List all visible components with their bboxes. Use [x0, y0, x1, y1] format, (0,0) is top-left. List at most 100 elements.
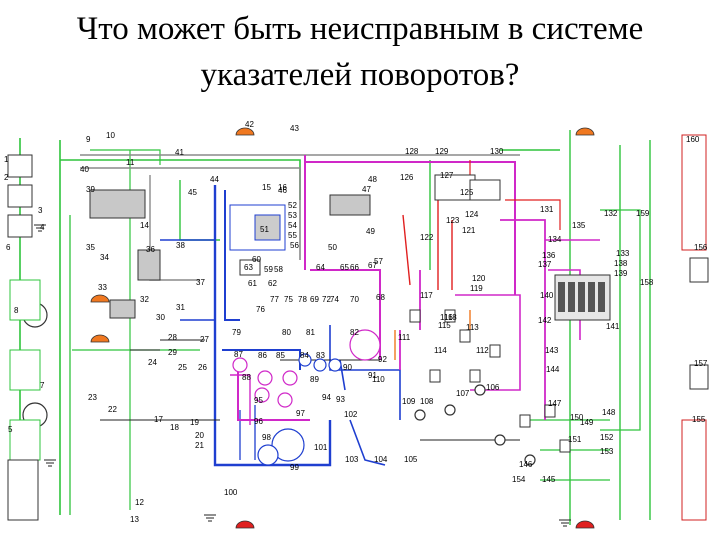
wire-blue — [349, 419, 386, 466]
component-label-152: 152 — [600, 433, 614, 442]
component-label-129: 129 — [435, 147, 449, 156]
component-label-128: 128 — [405, 147, 419, 156]
switch — [414, 409, 426, 421]
component-label-47: 47 — [362, 185, 371, 194]
component-label-45: 45 — [188, 188, 197, 197]
sensor — [469, 369, 481, 383]
component-label-91: 91 — [368, 371, 377, 380]
sensor — [429, 369, 441, 383]
component-label-69: 69 — [310, 295, 319, 304]
component-label-103: 103 — [345, 455, 359, 464]
component-label-62: 62 — [268, 279, 277, 288]
component-label-54: 54 — [288, 221, 297, 230]
component-label-7: 7 — [40, 381, 45, 390]
switch — [494, 434, 506, 446]
sensor — [559, 439, 571, 453]
component-label-105: 105 — [404, 455, 418, 464]
component-label-127: 127 — [440, 171, 454, 180]
component-label-1: 1 — [4, 155, 9, 164]
wire-magenta — [304, 155, 516, 295]
component-label-49: 49 — [366, 227, 375, 236]
fuse — [588, 282, 595, 312]
component-label-6: 6 — [6, 243, 11, 252]
component-label-76: 76 — [256, 305, 265, 314]
component-label-32: 32 — [140, 295, 149, 304]
component-label-51: 51 — [260, 225, 269, 234]
component-label-25: 25 — [178, 363, 187, 372]
component-label-24: 24 — [148, 358, 157, 367]
component-label-147: 147 — [548, 399, 562, 408]
component-label-125: 125 — [460, 188, 474, 197]
component-label-96: 96 — [254, 417, 263, 426]
component-label-92: 92 — [378, 355, 387, 364]
component-label-135: 135 — [572, 221, 586, 230]
gauge-2 — [298, 353, 312, 367]
component-label-143: 143 — [545, 346, 559, 355]
component-label-124: 124 — [465, 210, 479, 219]
component-label-117: 117 — [420, 291, 433, 300]
component-label-150: 150 — [570, 413, 584, 422]
component-label-74: 74 — [330, 295, 339, 304]
gauge — [232, 357, 248, 373]
component-label-67: 67 — [368, 261, 377, 270]
component-label-29: 29 — [168, 348, 177, 357]
component-symbols — [7, 127, 709, 529]
component-label-120: 120 — [472, 274, 486, 283]
component-label-21: 21 — [195, 441, 204, 450]
side-lamp-left — [9, 419, 41, 461]
component-label-11: 11 — [126, 158, 135, 167]
component-label-23: 23 — [88, 393, 97, 402]
component-label-83: 83 — [316, 351, 325, 360]
sensor — [444, 309, 456, 323]
component-label-115: 115 — [438, 321, 451, 330]
component-label-17: 17 — [154, 415, 163, 424]
component-label-158: 158 — [640, 278, 654, 287]
component-label-84: 84 — [300, 351, 309, 360]
component-label-31: 31 — [176, 303, 185, 312]
component-label-140: 140 — [540, 291, 554, 300]
wire-green — [530, 419, 610, 481]
slide-title-line-1: Что может быть неисправным в системе — [76, 11, 644, 47]
top-lamp — [235, 127, 255, 136]
gauge — [277, 392, 293, 408]
component-label-48: 48 — [368, 175, 377, 184]
speedometer — [271, 428, 305, 462]
wire-gray — [80, 154, 520, 260]
component-label-39: 39 — [86, 185, 95, 194]
component-label-77: 77 — [270, 295, 279, 304]
relay-block-2 — [469, 179, 501, 201]
component-label-133: 133 — [616, 249, 630, 258]
component-label-123: 123 — [446, 216, 460, 225]
gauge — [282, 370, 298, 386]
component-label-137: 137 — [538, 260, 552, 269]
component-label-118: 118 — [444, 313, 457, 322]
component-label-98: 98 — [262, 433, 271, 442]
component-label-132: 132 — [604, 209, 618, 218]
wire-black — [100, 339, 220, 421]
wiper-motor — [89, 189, 146, 219]
component-label-40: 40 — [80, 165, 89, 174]
sensor — [544, 404, 556, 418]
component-label-151: 151 — [568, 435, 582, 444]
bottom-lamp-right — [575, 520, 595, 529]
side-repeater — [90, 294, 110, 303]
component-label-148: 148 — [602, 408, 616, 417]
ground-symbol — [559, 519, 571, 527]
component-label-94: 94 — [322, 393, 331, 402]
component-label-121: 121 — [462, 226, 476, 235]
component-label-142: 142 — [538, 316, 552, 325]
component-label-55: 55 — [288, 231, 297, 240]
sensor — [459, 329, 471, 343]
headlamp-left — [7, 214, 33, 238]
module — [137, 249, 161, 281]
component-label-13: 13 — [130, 515, 139, 524]
wire-green — [600, 209, 641, 431]
component-label-82: 82 — [350, 328, 359, 337]
component-label-58: 58 — [274, 265, 283, 274]
relay — [239, 259, 261, 276]
component-label-80: 80 — [282, 328, 291, 337]
component-label-146: 146 — [519, 460, 533, 469]
component-label-33: 33 — [98, 283, 107, 292]
component-label-99: 99 — [290, 463, 299, 472]
